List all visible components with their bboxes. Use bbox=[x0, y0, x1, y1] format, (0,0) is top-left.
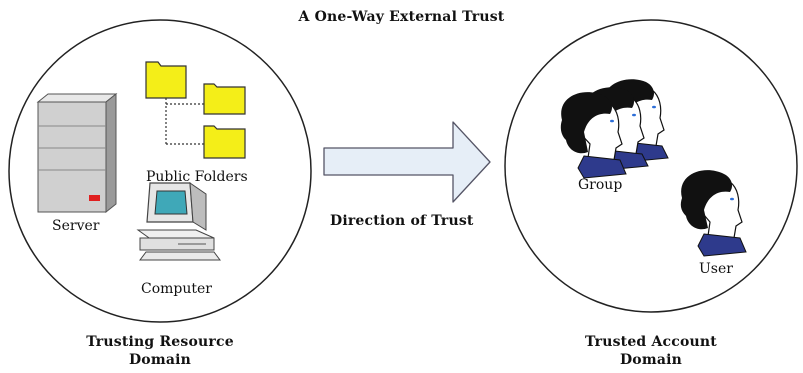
public-folders-label: Public Folders bbox=[146, 169, 248, 185]
group-icon bbox=[560, 79, 669, 179]
folder-icon bbox=[203, 125, 246, 159]
trusted-domain-caption: Trusted Account Domain bbox=[551, 333, 751, 369]
server-icon bbox=[36, 92, 118, 214]
diagram-title: A One-Way External Trust bbox=[298, 9, 505, 25]
trusting-domain-caption-line1: Trusting Resource bbox=[86, 334, 234, 350]
server-label: Server bbox=[52, 218, 100, 234]
computer-label: Computer bbox=[141, 281, 212, 297]
trusted-domain-circle bbox=[504, 19, 798, 313]
trusting-domain-caption-line2: Domain bbox=[128, 352, 192, 368]
group-label: Group bbox=[578, 177, 623, 193]
folder-icon bbox=[145, 61, 187, 99]
user-icon bbox=[680, 170, 747, 257]
trusting-domain-caption: Trusting Resource Domain bbox=[60, 333, 260, 369]
computer-icon bbox=[136, 181, 221, 261]
trust-direction-arrow bbox=[323, 121, 491, 203]
user-label: User bbox=[699, 261, 733, 277]
arrow-label: Direction of Trust bbox=[330, 213, 474, 229]
trusted-domain-caption-line1: Trusted Account bbox=[585, 334, 717, 350]
folder-icon bbox=[203, 83, 246, 115]
trusted-domain-caption-line2: Domain bbox=[619, 352, 683, 368]
